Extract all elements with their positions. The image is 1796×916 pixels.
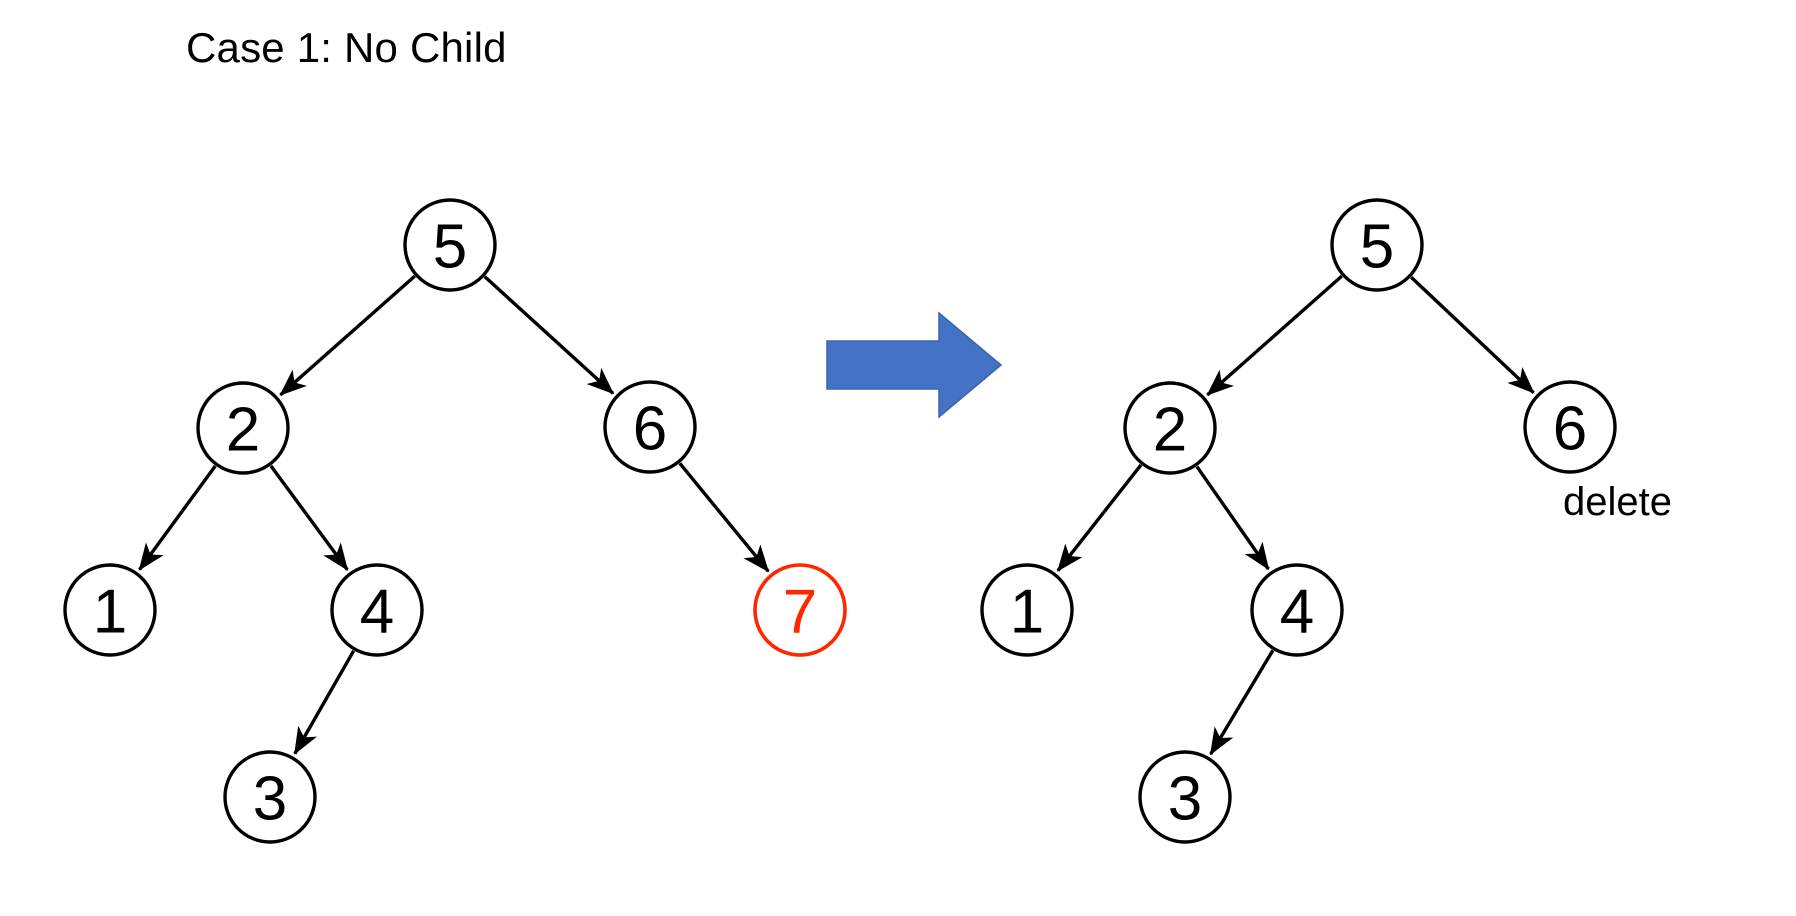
node-circle — [603, 380, 697, 474]
node-label: 5 — [433, 213, 467, 282]
node-label: 6 — [1553, 395, 1587, 464]
node-circle — [63, 563, 157, 657]
tree-node-1: 1 — [980, 563, 1074, 657]
tree-edge — [269, 464, 349, 571]
node-circle — [1138, 750, 1232, 844]
node-label: 3 — [1168, 765, 1202, 834]
node-label: 1 — [93, 578, 127, 647]
node-circle — [980, 563, 1074, 657]
node-label: 4 — [360, 578, 394, 647]
node-label: 5 — [1360, 213, 1394, 282]
tree-nodes-layer: 5 2 6 1 4 3 7 5 2 6 1 4 3 — [63, 198, 1617, 844]
node-label: 4 — [1280, 578, 1314, 647]
tree-node-6: 6 — [1523, 380, 1617, 474]
node-label: 2 — [1153, 396, 1187, 465]
node-circle — [753, 563, 847, 657]
tree-edge — [1056, 463, 1143, 572]
tree-edge — [483, 275, 615, 395]
node-circle — [330, 563, 424, 657]
node-circle — [1123, 381, 1217, 475]
node-circle — [223, 750, 317, 844]
right-arrow-icon — [826, 311, 1003, 419]
tree-node-4: 4 — [330, 563, 424, 657]
tree-node-6: 6 — [603, 380, 697, 474]
node-circle — [403, 198, 497, 292]
tree-node-5: 5 — [403, 198, 497, 292]
tree-node-4: 4 — [1250, 563, 1344, 657]
tree-node-7: 7 — [753, 563, 847, 657]
tree-edge — [293, 649, 356, 755]
tree-edge — [138, 464, 217, 571]
node-label: 6 — [633, 395, 667, 464]
transition-arrow-icon — [826, 311, 1003, 419]
tree-edge — [1206, 274, 1343, 397]
node-circle — [1523, 380, 1617, 474]
node-label: 1 — [1010, 578, 1044, 647]
node-label: 7 — [783, 578, 817, 647]
delete-annotation-label: delete — [1563, 480, 1672, 524]
tree-edge — [1195, 465, 1270, 571]
tree-edge — [678, 462, 770, 573]
tree-edge — [1209, 649, 1275, 756]
tree-edge — [1410, 276, 1535, 394]
node-label: 3 — [253, 765, 287, 834]
tree-node-1: 1 — [63, 563, 157, 657]
tree-edges-layer — [138, 274, 1535, 756]
tree-edge — [279, 274, 416, 397]
tree-node-3: 3 — [223, 750, 317, 844]
node-label: 2 — [226, 396, 260, 465]
tree-node-2: 2 — [196, 381, 290, 475]
tree-node-2: 2 — [1123, 381, 1217, 475]
node-circle — [1250, 563, 1344, 657]
tree-node-5: 5 — [1330, 198, 1424, 292]
node-circle — [1330, 198, 1424, 292]
tree-node-3: 3 — [1138, 750, 1232, 844]
page-title: Case 1: No Child — [186, 24, 507, 71]
node-circle — [196, 381, 290, 475]
